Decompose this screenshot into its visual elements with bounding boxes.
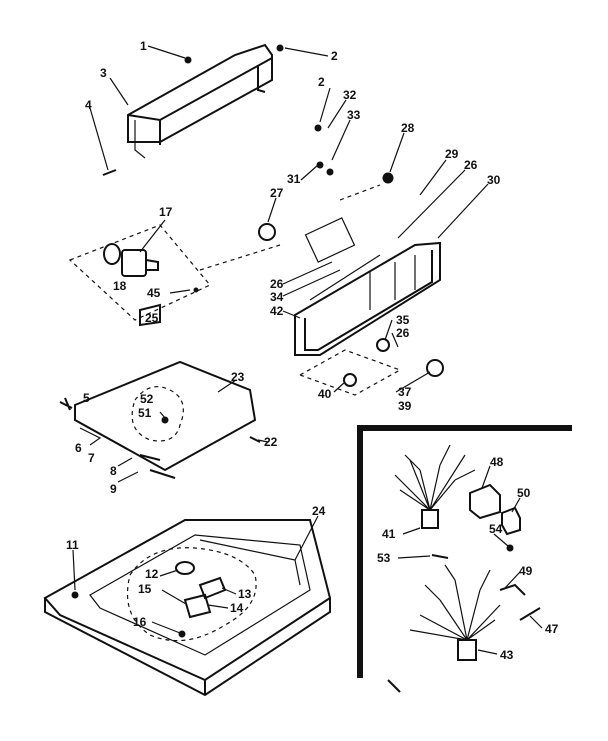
- callout-45: 45: [147, 286, 161, 300]
- callout-25: 25: [145, 311, 159, 325]
- callout-8: 8: [110, 464, 117, 478]
- callout-54: 54: [489, 522, 503, 536]
- callout-43: 43: [500, 648, 514, 662]
- part-49: [499, 583, 526, 596]
- part-47: [519, 607, 541, 621]
- leader-lines-top: [89, 45, 329, 171]
- callout-26: 26: [270, 277, 284, 291]
- bracket-assembly: [68, 224, 211, 327]
- callout-6: 6: [75, 441, 82, 455]
- callout-31: 31: [287, 172, 301, 186]
- callout-18: 18: [113, 279, 127, 293]
- stray-clip: [387, 679, 401, 693]
- callout-40: 40: [318, 387, 332, 401]
- leader-lines-console: [267, 87, 489, 348]
- callout-4: 4: [85, 98, 92, 112]
- callout-35: 35: [396, 313, 410, 327]
- callout-26: 26: [396, 326, 410, 340]
- leader-37: [395, 371, 431, 393]
- worktop-base: [43, 519, 332, 697]
- callout-50: 50: [517, 486, 531, 500]
- callout-52: 52: [140, 392, 154, 406]
- leader-lines-cover: [117, 379, 269, 483]
- callout-2: 2: [318, 75, 325, 89]
- callout-47: 47: [545, 622, 559, 636]
- callout-49: 49: [519, 564, 533, 578]
- callout-26: 26: [464, 158, 478, 172]
- leader-40: [333, 381, 346, 393]
- callout-9: 9: [110, 482, 117, 496]
- callout-34: 34: [270, 290, 284, 304]
- callout-30: 30: [487, 173, 501, 187]
- callout-5: 5: [83, 391, 90, 405]
- callout-1: 1: [140, 39, 147, 53]
- callout-48: 48: [490, 455, 504, 469]
- callout-27: 27: [270, 186, 284, 200]
- callout-32: 32: [343, 88, 357, 102]
- callout-24: 24: [312, 504, 326, 518]
- callout-2: 2: [331, 49, 338, 63]
- callout-39: 39: [398, 399, 412, 413]
- leader-lines-worktop: [72, 515, 319, 634]
- callout-29: 29: [445, 147, 459, 161]
- callout-33: 33: [347, 108, 361, 122]
- part-54: [506, 544, 514, 552]
- callout-13: 13: [238, 587, 252, 601]
- callout-12: 12: [145, 567, 159, 581]
- callout-41: 41: [382, 527, 396, 541]
- callout-11: 11: [66, 538, 79, 552]
- part-53: [431, 554, 449, 559]
- relay-48: [469, 483, 501, 520]
- callout-16: 16: [133, 615, 147, 629]
- callout-42: 42: [270, 304, 284, 318]
- wiring-harness-box: [357, 425, 572, 693]
- callout-7: 7: [88, 451, 95, 465]
- cover-panel: [59, 360, 261, 479]
- callout-17: 17: [159, 205, 173, 219]
- callout-22: 22: [264, 435, 278, 449]
- top-rail-assembly: [102, 43, 284, 176]
- callout-23: 23: [231, 370, 245, 384]
- relay-50: [501, 506, 521, 536]
- callout-3: 3: [100, 66, 107, 80]
- leader-lines-bracket: [139, 219, 191, 294]
- callout-51: 51: [138, 406, 152, 420]
- harness-upper: [394, 444, 476, 529]
- callout-53: 53: [377, 551, 391, 565]
- callout-14: 14: [230, 601, 244, 615]
- callout-28: 28: [401, 121, 415, 135]
- harness-lower: [409, 564, 501, 661]
- control-console: [199, 124, 444, 396]
- leader-lines-harness: [397, 465, 543, 655]
- callout-15: 15: [138, 582, 152, 596]
